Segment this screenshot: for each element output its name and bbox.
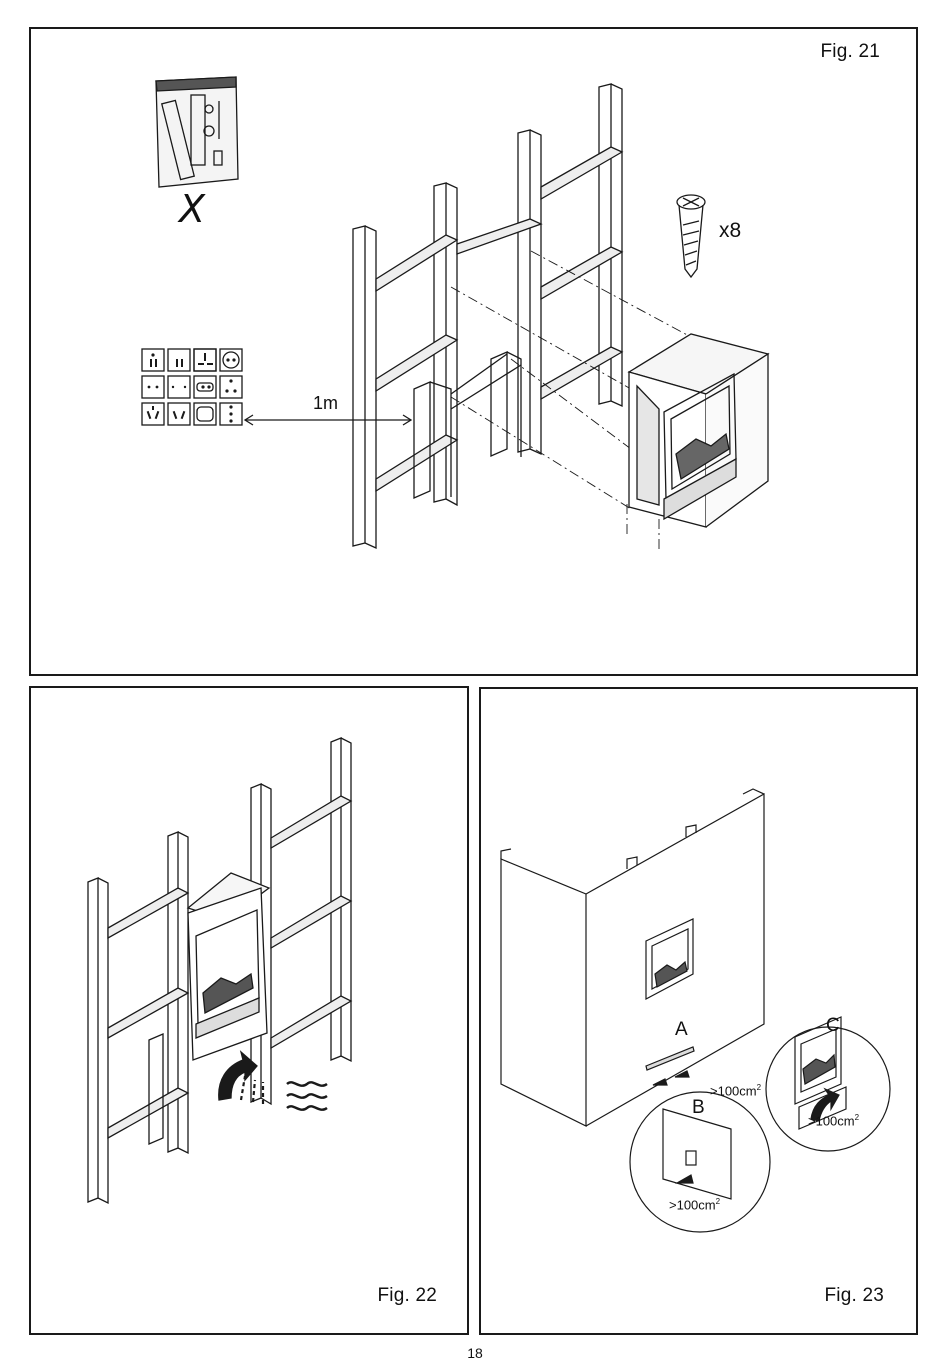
distance-label: 1m [313, 393, 339, 413]
ladder-frame-middle [456, 83, 624, 456]
vent-area-c: >100cm2 [808, 1113, 860, 1129]
screw-quantity: x8 [719, 219, 742, 242]
parts-bag-mark: X [179, 187, 206, 231]
fireplace-insert-installed [186, 872, 271, 1061]
alignment-guides [450, 250, 692, 549]
air-intake-arrow-icon [218, 1050, 328, 1111]
figure-label: Fig. 23 [824, 1285, 884, 1306]
distance-arrow [243, 414, 413, 426]
detail-circle-c [765, 1016, 891, 1152]
screw-icon [676, 194, 706, 279]
fig22-drawing [87, 737, 353, 1205]
vent-area-main: >100cm2 [710, 1083, 762, 1099]
fig23-drawing [500, 788, 891, 1233]
fireplace-insert [627, 333, 770, 528]
figure-21-panel: Fig. 21 X x8 1m [29, 27, 918, 676]
ladder-frame-left [352, 182, 459, 550]
fig21-drawing [141, 76, 770, 550]
base-blocks [413, 351, 522, 499]
figure-label: Fig. 22 [377, 1285, 437, 1306]
parts-bag-icon [155, 76, 239, 188]
fireplace-enclosure [500, 788, 765, 1127]
figure-label: Fig. 21 [820, 41, 880, 62]
vent-label-a: A [675, 1019, 688, 1040]
vent-label-b: B [692, 1097, 705, 1118]
figure-22-panel: Fig. 22 [29, 686, 469, 1335]
power-outlet-types-icon [141, 348, 243, 426]
detail-circle-b [629, 1091, 771, 1233]
page-number: 18 [467, 1345, 483, 1361]
vent-label-c: C [826, 1015, 840, 1036]
figure-23-panel: Fig. 23 A B C >100cm2 >100cm2 >100cm2 [479, 687, 918, 1335]
vent-area-b: >100cm2 [669, 1197, 721, 1213]
